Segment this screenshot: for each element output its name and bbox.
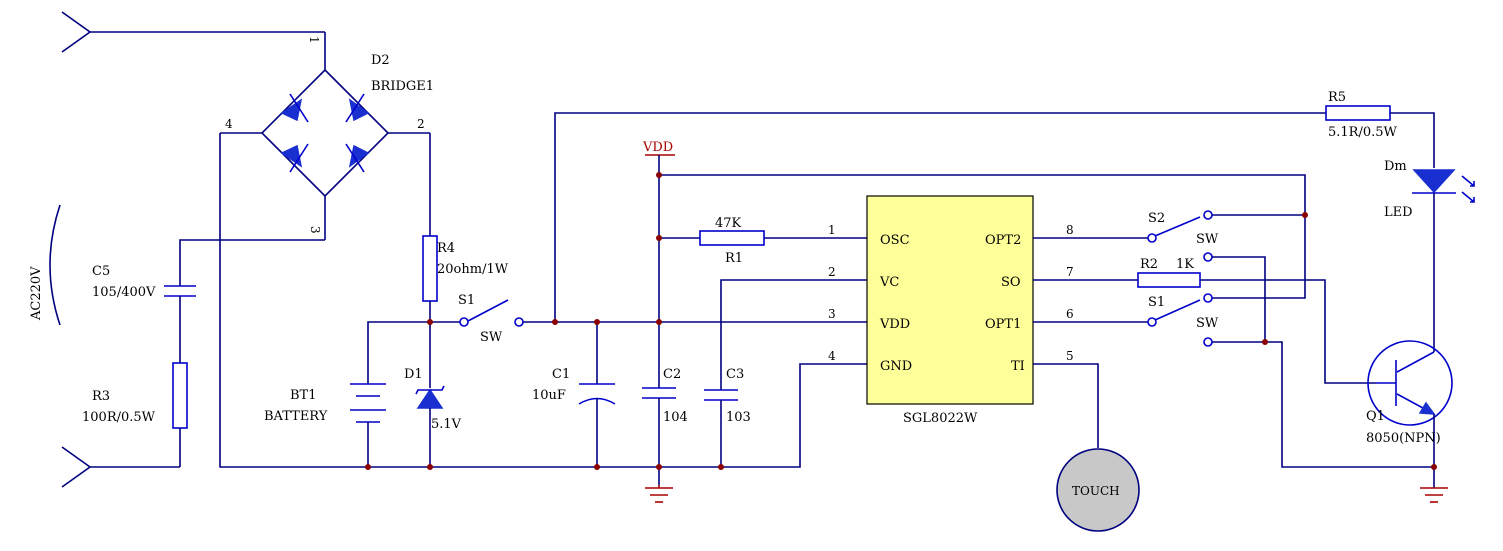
capacitor-c2 [642, 387, 676, 399]
battery-wire-top [367, 321, 430, 384]
bridge-value: BRIDGE1 [371, 79, 434, 94]
r4-ref: R4 [437, 241, 455, 256]
switch-s1-ref: S1 [458, 293, 475, 308]
r2-ref: R2 [1140, 257, 1158, 272]
ic-pin-8-num: 8 [1066, 223, 1074, 237]
ic-pin-1-num: 1 [828, 223, 836, 237]
ti-wire [1033, 363, 1099, 448]
transistor-q1 [1367, 340, 1453, 426]
junction-dots [365, 172, 1437, 470]
vdd-to-s1b-wire [1212, 215, 1306, 299]
ic-pin-gnd: GND [880, 359, 912, 374]
r1-ref: R1 [725, 251, 743, 266]
c3-wire-top [720, 279, 867, 390]
bridge-pin-2: 2 [417, 117, 425, 131]
bridge-pin-1: 1 [307, 36, 321, 44]
ground-symbol-right [1420, 487, 1448, 503]
ic-pin-4-num: 4 [828, 349, 836, 363]
capacitor-c5 [164, 285, 196, 297]
ac-source-brace [49, 204, 61, 326]
ic-pin-so: SO [1001, 275, 1021, 290]
r5-wire-right [1390, 112, 1435, 168]
ic-name: SGL8022W [903, 411, 978, 426]
zener-d1 [415, 385, 445, 409]
switch-s1-value: SW [480, 330, 503, 345]
ic-pin-5-num: 5 [1066, 349, 1074, 363]
ic-pin-3-num: 3 [828, 307, 836, 321]
c1-ref: C1 [552, 367, 570, 382]
r4-value: 20ohm/1W [437, 262, 509, 277]
c5-value: 105/400V [92, 285, 156, 300]
r2-value: 1K [1176, 257, 1194, 272]
battery-bt1 [350, 383, 386, 423]
ground-return-wire [219, 133, 867, 468]
ac-terminal-bottom [61, 446, 180, 488]
resistor-r4 [422, 235, 438, 302]
ic-pin-vdd: VDD [879, 317, 910, 332]
ic-pin-ti: TI [1011, 359, 1025, 374]
ic-pin-vc: VC [879, 275, 899, 290]
resistor-r1 [699, 230, 765, 246]
zener-value: 5.1V [431, 417, 462, 432]
resistor-r3 [172, 362, 188, 429]
led-dm [1412, 169, 1475, 203]
ic-pin-2-num: 2 [828, 265, 836, 279]
resistor-r5 [1325, 105, 1391, 121]
contact-link-wire [1212, 256, 1266, 342]
s-lower-contact [1203, 337, 1213, 347]
ground-symbol-left [645, 485, 673, 503]
c3-ref: C3 [726, 367, 744, 382]
led-ref: Dm [1384, 159, 1407, 174]
ac-terminal-top [61, 11, 325, 53]
c2-ref: C2 [663, 367, 681, 382]
ic-pin-opt2: OPT2 [985, 233, 1021, 248]
r5-value: 5.1R/0.5W [1328, 125, 1398, 140]
bridge-pin-4: 4 [225, 117, 233, 131]
bridge-rectifier [220, 32, 430, 240]
s-upper-contact [1203, 252, 1213, 262]
emitter-ground-wire [1212, 341, 1434, 468]
r5-ref: R5 [1328, 90, 1346, 105]
switch-s2-value: SW [1196, 232, 1219, 247]
capacitor-c3 [704, 389, 738, 401]
c5-wire-top [179, 239, 325, 286]
r3-value: 100R/0.5W [82, 410, 156, 425]
vdd-net-label: VDD [642, 140, 673, 155]
zener-ref: D1 [404, 367, 423, 382]
battery-value: BATTERY [264, 409, 328, 424]
ac-source-label: AC220V [29, 266, 44, 321]
c2-value: 104 [663, 410, 688, 425]
q1-ref: Q1 [1366, 409, 1385, 424]
c1-value: 10uF [532, 388, 566, 403]
ic-pin-7-num: 7 [1066, 265, 1074, 279]
ic-pin-osc: OSC [880, 233, 910, 248]
led-value: LED [1384, 205, 1413, 220]
r1-value: 47K [715, 216, 742, 231]
c5-ref: C5 [92, 264, 110, 279]
switch-s1b [1147, 293, 1213, 327]
ic-body [866, 195, 1034, 405]
vdd-top-wire [659, 174, 1306, 215]
c3-value: 103 [726, 410, 751, 425]
battery-ref: BT1 [290, 388, 317, 403]
switch-s1b-value: SW [1196, 316, 1219, 331]
switch-s1b-ref: S1 [1148, 295, 1165, 310]
r3-ref: R3 [92, 389, 110, 404]
led-supply-wire [554, 112, 1326, 322]
bridge-ref: D2 [371, 53, 390, 68]
r2-to-base-wire [1200, 279, 1376, 384]
ic-pin-6-num: 6 [1066, 307, 1074, 321]
q1-value: 8050(NPN) [1366, 431, 1441, 446]
switch-s2-ref: S2 [1148, 211, 1165, 226]
touch-label: TOUCH [1072, 484, 1120, 498]
bridge-pin-3: 3 [308, 226, 322, 234]
touch-pad[interactable] [1056, 448, 1140, 532]
resistor-r2 [1137, 272, 1201, 288]
ic-pin-opt1: OPT1 [985, 317, 1021, 332]
